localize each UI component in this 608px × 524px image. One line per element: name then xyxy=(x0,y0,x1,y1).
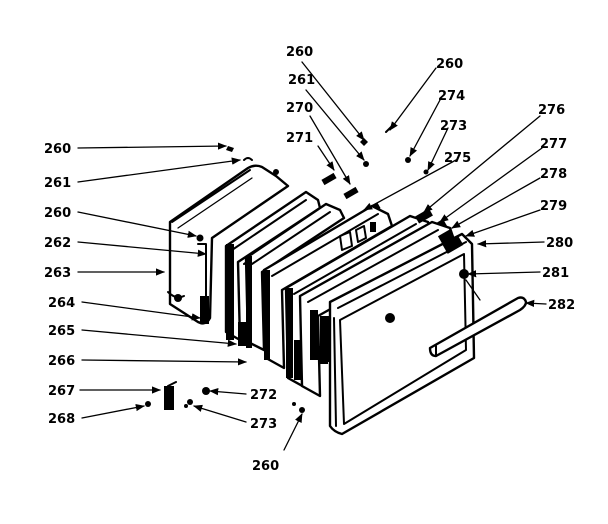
callout-261-a: 261 xyxy=(44,176,71,191)
callout-267: 267 xyxy=(48,384,75,399)
callout-270: 270 xyxy=(286,101,313,116)
part-263-rear-panel xyxy=(167,164,290,325)
part-280-outer-door-panel xyxy=(328,232,476,436)
callout-260-a: 260 xyxy=(44,142,71,157)
callout-262: 262 xyxy=(44,236,71,251)
part-281-handle-screw xyxy=(459,269,481,301)
callout-260-b: 260 xyxy=(44,206,71,221)
callout-279: 279 xyxy=(540,199,567,214)
part-267-hinge xyxy=(164,381,177,410)
callout-261-b: 261 xyxy=(288,73,315,88)
callout-274: 274 xyxy=(438,89,465,104)
callout-277: 277 xyxy=(540,137,567,152)
callout-266: 266 xyxy=(48,354,75,369)
callout-273-b: 273 xyxy=(440,119,467,134)
callout-278: 278 xyxy=(540,167,567,182)
callout-280: 280 xyxy=(546,236,573,251)
callout-271: 271 xyxy=(286,131,313,146)
callout-263: 263 xyxy=(44,266,71,281)
callout-labels: 260 261 260 262 263 264 265 266 267 268 … xyxy=(44,45,575,474)
callout-260-c: 260 xyxy=(252,459,279,474)
callout-264: 264 xyxy=(48,296,75,311)
part-272-273-fasteners xyxy=(145,387,210,408)
callout-282: 282 xyxy=(548,298,575,313)
callout-273-a: 273 xyxy=(250,417,277,432)
callout-268: 268 xyxy=(48,412,75,427)
callout-276: 276 xyxy=(538,103,565,118)
leader-lines xyxy=(77,61,547,451)
callout-272: 272 xyxy=(250,388,277,403)
callout-265: 265 xyxy=(48,324,75,339)
callout-260-d: 260 xyxy=(286,45,313,60)
callout-281: 281 xyxy=(542,266,569,281)
callout-275: 275 xyxy=(444,151,471,166)
callout-260-e: 260 xyxy=(436,57,463,72)
part-282-handle xyxy=(428,296,528,358)
